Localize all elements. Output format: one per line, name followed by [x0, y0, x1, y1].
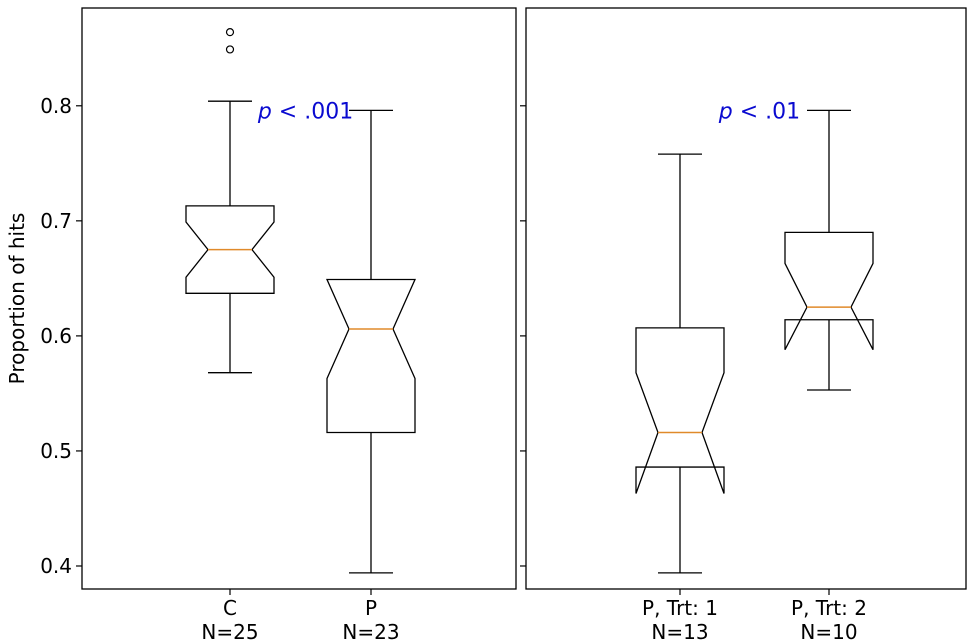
xtick-label: P: [365, 596, 377, 620]
notched-box: [784, 231, 874, 350]
box-group-1: CN=25: [185, 28, 275, 643]
notched-box: [325, 278, 417, 434]
outlier-point: [225, 28, 235, 37]
box-group-2: PN=23: [325, 109, 417, 643]
p-value-text: < .001: [272, 100, 353, 125]
box-group-1: P, Trt: 1N=13: [635, 153, 725, 643]
notched-box: [635, 327, 725, 494]
sample-size-label: N=25: [201, 620, 258, 643]
ytick-label: 0.7: [40, 209, 72, 233]
p-symbol: p: [257, 100, 272, 125]
p-symbol: p: [718, 100, 733, 125]
axes-frame: [525, 7, 967, 590]
sample-size-label: N=23: [342, 620, 399, 643]
notched-box: [185, 205, 275, 294]
xtick-label: C: [223, 596, 237, 620]
outlier-point: [225, 45, 235, 54]
xtick-label: P, Trt: 1: [642, 596, 718, 620]
ytick-label: 0.6: [40, 324, 72, 348]
ytick-label: 0.5: [40, 439, 72, 463]
significance-annotation: p < .01: [718, 100, 800, 125]
panel-2: P, Trt: 1N=13P, Trt: 2N=10p < .01: [520, 7, 967, 643]
p-value-text: < .01: [733, 100, 800, 125]
y-axis-label: Proportion of hits: [5, 213, 29, 385]
xtick-label: P, Trt: 2: [791, 596, 867, 620]
axes-frame: [81, 7, 517, 590]
sample-size-label: N=10: [800, 620, 857, 643]
significance-annotation: p < .001: [257, 100, 353, 125]
box-group-2: P, Trt: 2N=10: [784, 109, 874, 643]
ytick-label: 0.8: [40, 94, 72, 118]
ytick-label: 0.4: [40, 554, 72, 578]
sample-size-label: N=13: [651, 620, 708, 643]
